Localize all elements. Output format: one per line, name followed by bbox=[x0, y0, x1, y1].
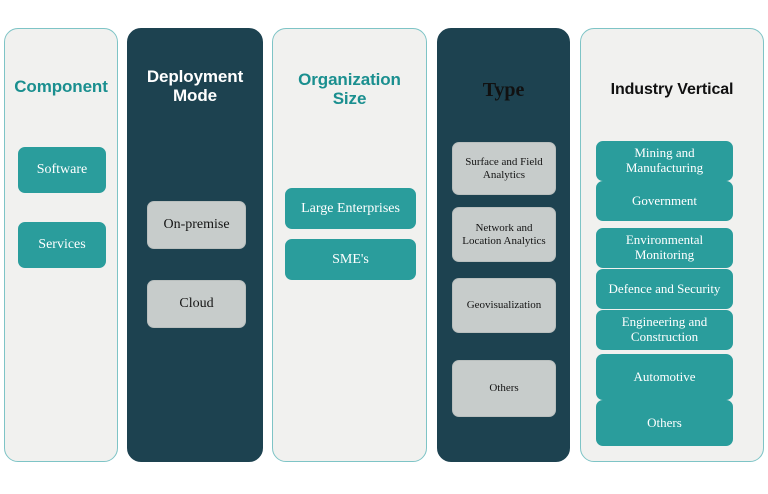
chip-label: Network and Location Analytics bbox=[462, 222, 546, 247]
chip-label: Environmental Monitoring bbox=[625, 232, 704, 262]
column-title-organization-size: Organization Size bbox=[273, 70, 426, 108]
column-title-component: Component bbox=[14, 77, 108, 96]
chip-large-enterprises[interactable]: Large Enterprises bbox=[285, 188, 416, 229]
chip-smes[interactable]: SME's bbox=[285, 239, 416, 280]
chip-label: Large Enterprises bbox=[301, 200, 400, 216]
chip-engineering-and-construction[interactable]: Engineering and Construction bbox=[596, 310, 733, 350]
chip-on-premise[interactable]: On-premise bbox=[147, 201, 246, 249]
column-title-line-2: Mode bbox=[173, 86, 217, 106]
column-title-line-1: Organization bbox=[298, 70, 401, 89]
chip-label: Engineering and Construction bbox=[621, 314, 708, 344]
column-organization-size: Organization Size Large Enterprises SME'… bbox=[272, 28, 427, 462]
chip-network-and-location-analytics[interactable]: Network and Location Analytics bbox=[452, 207, 556, 262]
column-component: Component Software Services bbox=[4, 28, 118, 462]
chip-government[interactable]: Government bbox=[596, 181, 733, 221]
chip-label: Automotive bbox=[633, 368, 696, 384]
chip-others[interactable]: Others bbox=[452, 360, 556, 417]
chip-label: Mining and Manufacturing bbox=[625, 145, 704, 175]
chip-label: Others bbox=[489, 382, 519, 395]
chip-label: Others bbox=[647, 414, 682, 430]
chip-label: Defence and Security bbox=[608, 280, 721, 296]
chip-label: Government bbox=[632, 192, 697, 208]
column-title-line-2: Size bbox=[332, 89, 367, 109]
chip-services[interactable]: Services bbox=[18, 222, 106, 268]
chip-software[interactable]: Software bbox=[18, 147, 106, 193]
column-title-deployment-mode: Deployment Mode bbox=[128, 67, 262, 105]
chip-label: Surface and Field Analytics bbox=[465, 156, 543, 181]
chip-label: Geovisualization bbox=[466, 299, 542, 312]
chip-geovisualization[interactable]: Geovisualization bbox=[452, 278, 556, 333]
column-type: Type Surface and Field Analytics Network… bbox=[437, 28, 570, 462]
chip-automotive[interactable]: Automotive bbox=[596, 354, 733, 400]
chip-defence-and-security[interactable]: Defence and Security bbox=[596, 269, 733, 309]
chip-label: Services bbox=[38, 237, 86, 253]
chip-label: SME's bbox=[332, 251, 369, 267]
chip-label: Cloud bbox=[179, 296, 214, 312]
column-industry-vertical: Industry Vertical Mining and Manufacturi… bbox=[580, 28, 764, 462]
chip-mining-and-manufacturing[interactable]: Mining and Manufacturing bbox=[596, 141, 733, 181]
chip-others[interactable]: Others bbox=[596, 400, 733, 446]
chip-label: Software bbox=[36, 162, 88, 178]
chip-cloud[interactable]: Cloud bbox=[147, 280, 246, 328]
column-title-type: Type bbox=[482, 79, 525, 101]
chip-surface-and-field-analytics[interactable]: Surface and Field Analytics bbox=[452, 142, 556, 195]
chip-label: On-premise bbox=[163, 217, 230, 233]
column-title-industry-vertical: Industry Vertical bbox=[610, 81, 734, 98]
chip-environmental-monitoring[interactable]: Environmental Monitoring bbox=[596, 228, 733, 268]
column-deployment-mode: Deployment Mode On-premise Cloud bbox=[127, 28, 263, 462]
column-title-line-1: Deployment bbox=[146, 67, 244, 86]
